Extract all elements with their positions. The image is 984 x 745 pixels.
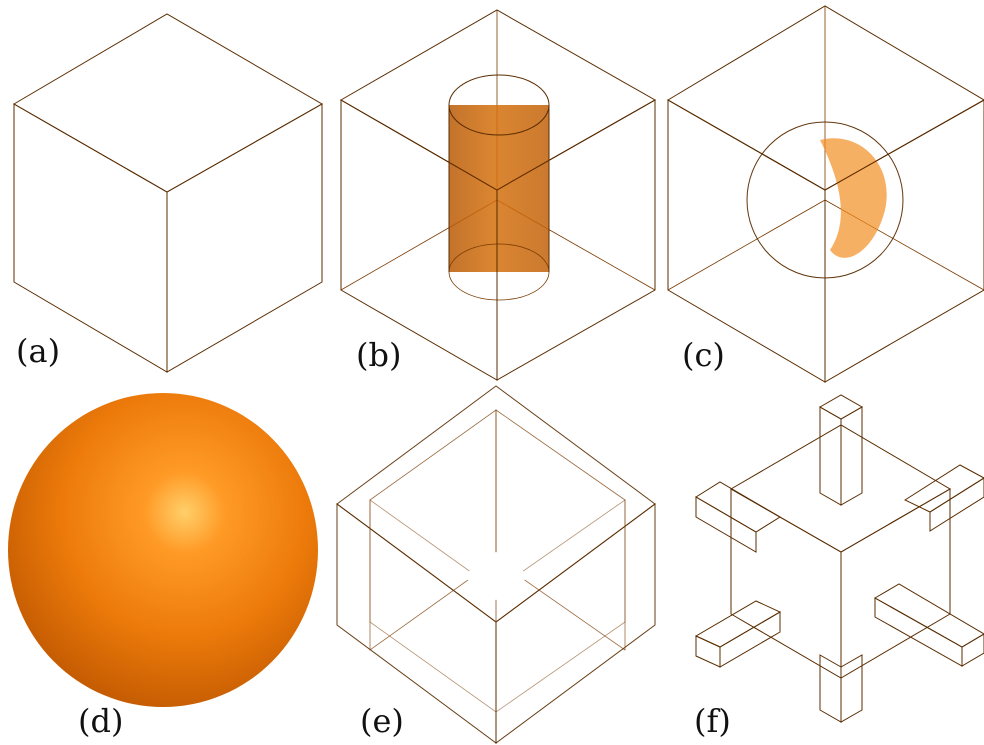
panel-a-label: (a) — [16, 332, 60, 370]
frame-e-inner-back-left — [369, 409, 497, 651]
sphere — [8, 393, 318, 707]
panel-b-cube-with-cylinder: (b) — [339, 9, 657, 381]
bar-bottom — [819, 654, 863, 723]
panel-c-label: (c) — [682, 336, 725, 374]
panel-a-solid-cube: (a) — [13, 13, 324, 373]
bar-right-upper — [903, 464, 984, 532]
bar-left-lower — [694, 600, 782, 668]
cube-a-right-face — [166, 103, 323, 373]
panel-c-cube-with-sphere: (c) — [667, 5, 984, 383]
bar-right-lower — [873, 583, 984, 667]
panel-f-label: (f) — [694, 702, 731, 740]
frame-e-inner-front-left — [369, 499, 497, 713]
bar-top — [818, 394, 864, 506]
frame-e-right-face — [495, 503, 656, 744]
cube-c-top-face — [667, 5, 984, 191]
cube-c-hidden-edges — [667, 199, 984, 291]
panel-d-label: (d) — [78, 702, 123, 740]
frame-e-inner-front-right — [495, 499, 626, 713]
panel-d-sphere: (d) — [8, 393, 318, 740]
frame-e-inner-back-right — [495, 409, 626, 651]
inner-sphere-highlight — [820, 138, 887, 258]
panel-f-cube-with-bars: (f) — [694, 394, 984, 740]
panel-e-hollow-cube: (e) — [336, 385, 656, 744]
panel-b-label: (b) — [356, 336, 401, 374]
cube-f-left-face — [730, 488, 842, 679]
frame-e-hole — [462, 552, 530, 600]
cube-a-top-face — [13, 13, 324, 193]
panel-e-label: (e) — [360, 702, 404, 740]
